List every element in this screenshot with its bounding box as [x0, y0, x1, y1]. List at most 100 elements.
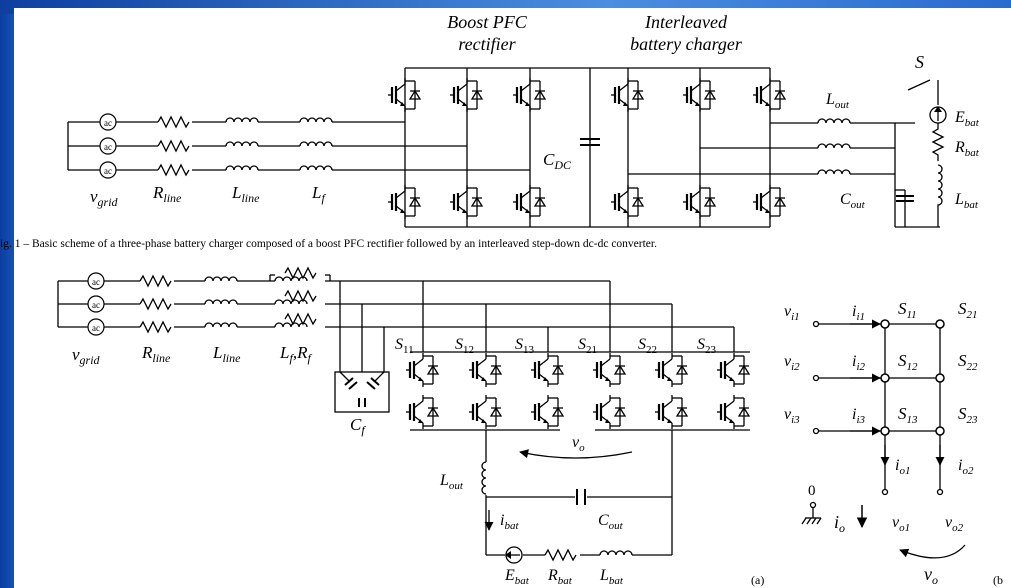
fig2-lbat-label: Lbat	[599, 567, 624, 587]
fig2-battery-resistor	[544, 549, 577, 561]
ac-label-3: ac	[104, 166, 112, 176]
dc-link-capacitor	[580, 138, 600, 146]
fig2-output-inductor	[481, 461, 487, 495]
label-ii1: ii1	[852, 303, 865, 323]
fig1-ebat-label: Ebat	[954, 109, 980, 129]
line-resistor-2	[157, 140, 190, 152]
output-capacitor	[895, 189, 914, 202]
fig2-vo-label: vo	[572, 434, 585, 454]
rect-switch-lower-2	[448, 183, 484, 221]
conv-switch-lower-1	[609, 183, 645, 221]
fig2-circuit: ac ac ac	[57, 267, 764, 587]
matrix-switch-s12	[467, 351, 503, 431]
fig2-ebat-label: Ebat	[504, 567, 530, 587]
label-s13: S13	[515, 336, 535, 356]
fig2-cout-label: Cout	[598, 512, 624, 532]
line-inductor-2	[225, 141, 259, 147]
label-s11: S11	[395, 336, 414, 356]
filter-inductor-3	[299, 165, 333, 171]
matrix-vo-arrow	[899, 544, 966, 559]
label-vi2: vi2	[784, 353, 800, 373]
label-s12: S12	[455, 336, 474, 356]
interleaved-title-line1: Interleaved	[644, 12, 728, 32]
label-m-s23: S23	[958, 404, 978, 426]
label-s21: S21	[578, 336, 597, 356]
fig1-switch-label: S	[915, 52, 924, 72]
fig2-ibat-label: ibat	[500, 512, 519, 532]
label-vi3: vi3	[784, 406, 800, 426]
output-inductor-2	[817, 143, 851, 149]
label-m-s12: S12	[898, 351, 918, 373]
fig2-line-inductor-3	[204, 322, 238, 328]
rect-switch-upper-1	[386, 76, 422, 114]
fig1-cout-label: Cout	[840, 191, 866, 211]
fig1-vgrid-label: vgrid	[90, 187, 119, 209]
label-s23: S23	[697, 336, 717, 356]
fig1-caption: ig. 1 – Basic scheme of a three-phase ba…	[0, 238, 657, 250]
fig2-line-resistor-3	[139, 321, 172, 333]
label-io2: io2	[958, 457, 974, 477]
matrix-nodes	[880, 319, 945, 436]
fig2-filter-lr-3	[274, 313, 317, 328]
matrix-switch-s23	[715, 351, 751, 431]
label-s22: S22	[638, 336, 657, 356]
fig2-filter-lr-2	[274, 290, 317, 305]
fig2-cf-label: Cf	[350, 415, 366, 437]
conv-switch-upper-1	[609, 76, 645, 114]
label-matrix-vo: vo	[924, 564, 938, 587]
ac-label-2: ac	[104, 142, 112, 152]
fig2-tag-b: (b	[993, 573, 1003, 587]
filter-inductor-1	[299, 117, 333, 123]
matrix-switch-s13	[529, 351, 565, 431]
fig1-lf-label: Lf	[311, 183, 326, 205]
rect-switch-lower-1	[386, 183, 422, 221]
rect-switch-upper-3	[511, 76, 547, 114]
fig2-line-inductor-2	[204, 299, 238, 305]
conv-switch-lower-3	[751, 183, 787, 221]
label-ii3: ii3	[852, 406, 866, 426]
label-io: io	[834, 512, 845, 535]
fig2-battery-inductor	[599, 550, 633, 556]
conv-switch-lower-2	[681, 183, 717, 221]
matrix-switch-s11	[404, 351, 440, 431]
fig2-filter-lr-1	[274, 267, 317, 282]
fig2-lline-label: Lline	[212, 343, 241, 365]
vo-arrow	[519, 449, 633, 459]
matrix-switch-s21	[591, 351, 627, 431]
label-ii2: ii2	[852, 353, 866, 373]
label-vo2: vo2	[945, 514, 964, 534]
fig2-rbat-label: Rbat	[547, 567, 573, 587]
fig2-lfrf-label: Lf,Rf	[279, 343, 312, 365]
rect-switch-lower-3	[511, 183, 547, 221]
line-resistor-3	[157, 164, 190, 176]
filter-capacitor-delta	[334, 371, 390, 413]
conv-switch-upper-2	[681, 76, 717, 114]
battery-switch	[907, 79, 939, 105]
fig1-rline-label: Rline	[152, 183, 182, 205]
boost-title-line1: Boost PFC	[447, 12, 527, 32]
battery-resistor	[931, 123, 945, 161]
line-inductor-3	[225, 165, 259, 171]
fig2-ac-label-2: ac	[92, 300, 100, 310]
fig2-output-capacitor	[576, 489, 586, 505]
fig1-rbat-label: Rbat	[954, 139, 980, 159]
fig2-lout-label: Lout	[439, 472, 464, 492]
label-m-s21: S21	[958, 299, 978, 321]
label-vo1: vo1	[892, 514, 910, 534]
fig1-lbat-label: Lbat	[954, 191, 979, 211]
label-m-s11: S11	[898, 299, 917, 321]
rect-switch-upper-2	[448, 76, 484, 114]
fig2-ac-label-1: ac	[92, 277, 100, 287]
battery-source-icon	[929, 106, 947, 124]
fig2-battery-source-icon	[505, 546, 523, 564]
figure-panel	[14, 8, 1011, 588]
battery-inductor	[937, 164, 943, 227]
label-m-s22: S22	[958, 351, 978, 373]
fig2-ac-label-3: ac	[92, 323, 100, 333]
filter-inductor-2	[299, 141, 333, 147]
line-resistor-1	[157, 116, 190, 128]
fig2-line-inductor-1	[204, 276, 238, 282]
fig2-rline-label: Rline	[141, 343, 171, 365]
matrix-switch-s22	[653, 351, 689, 431]
